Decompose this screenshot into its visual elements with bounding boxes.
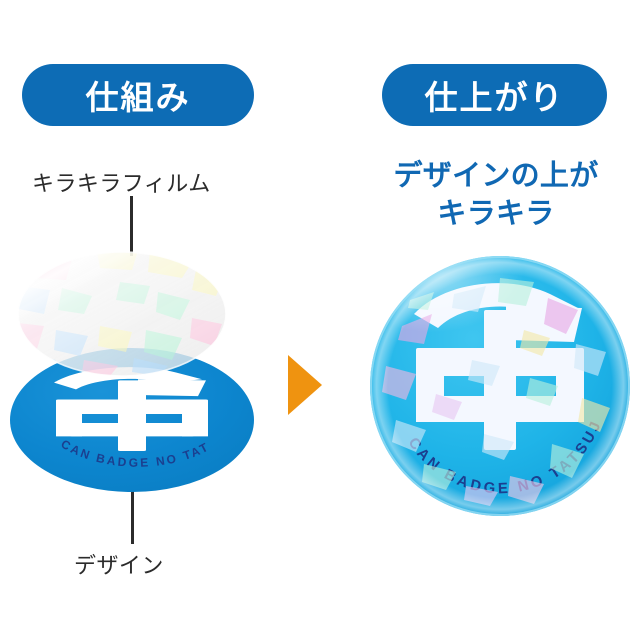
arrow-right-icon bbox=[288, 355, 322, 415]
headline-finish-description: デザインの上が キラキラ bbox=[372, 158, 620, 233]
finished-badge-illustration: CAN BADGE NO TATSUJIN bbox=[362, 248, 638, 524]
headline-line-1: デザインの上が bbox=[393, 160, 599, 192]
caption-glitter-film: キラキラフィルム bbox=[32, 171, 211, 196]
section-header-pill-mechanism: 仕組み bbox=[22, 64, 254, 126]
glitter-film-disc-group bbox=[17, 251, 227, 377]
caption-design: デザイン bbox=[74, 553, 164, 578]
headline-line-2: キラキラ bbox=[437, 197, 555, 230]
section-header-pill-finish: 仕上がり bbox=[382, 64, 607, 126]
pill-label-finish: 仕上がり bbox=[424, 79, 565, 116]
exploded-badge-illustration: CAN BADGE NO TATSUJIN bbox=[0, 226, 300, 516]
leader-line-film bbox=[130, 196, 133, 256]
pill-label-mechanism: 仕組み bbox=[85, 79, 191, 116]
leader-line-design bbox=[131, 482, 134, 544]
